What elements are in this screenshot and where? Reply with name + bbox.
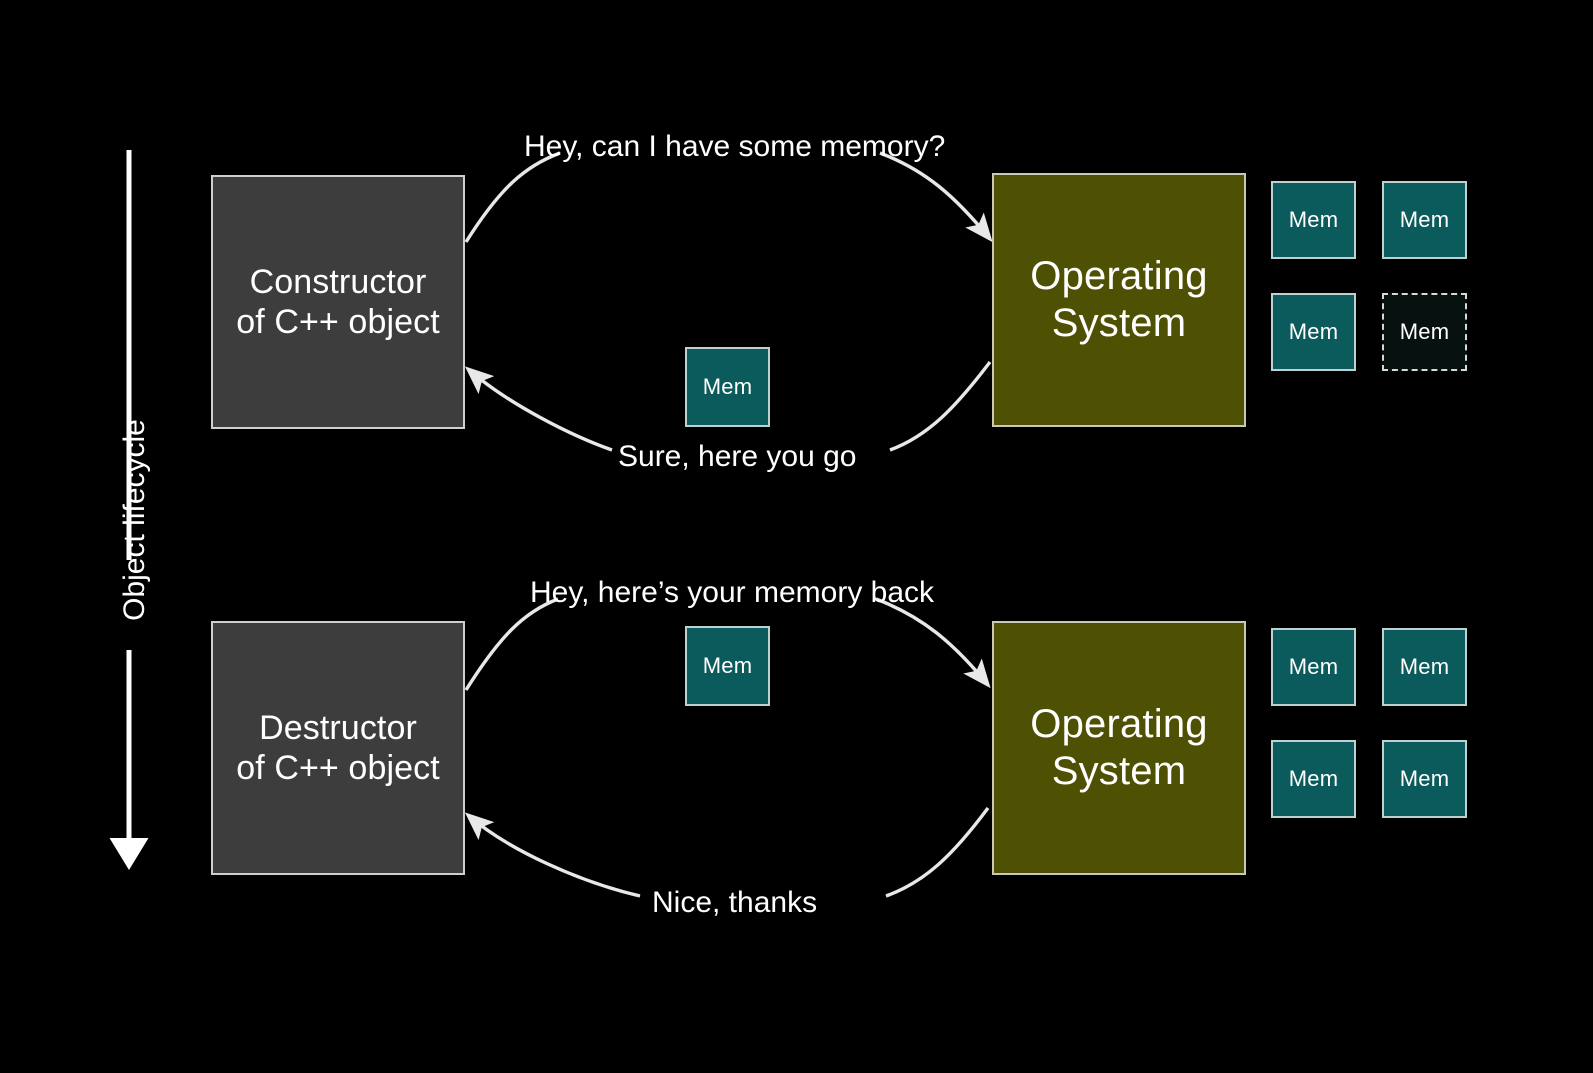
mem-pool-destruction-1[interactable]: Mem <box>1271 628 1356 706</box>
object-lifecycle-axis: Object lifecycle <box>95 150 175 890</box>
operating-system-box-destruction[interactable]: Operating System <box>992 621 1246 875</box>
object-lifecycle-label: Object lifecycle <box>118 419 151 621</box>
mem-label: Mem <box>1288 766 1339 792</box>
mem-label: Mem <box>1288 654 1339 680</box>
mem-block-in-transit-construction[interactable]: Mem <box>685 347 770 427</box>
mem-label: Mem <box>1399 654 1450 680</box>
os-label-line1: Operating <box>1030 701 1208 746</box>
mem-label: Mem <box>702 374 753 400</box>
destructor-label-line1: Destructor <box>259 708 417 747</box>
os-label-line2: System <box>1051 749 1187 793</box>
mem-pool-destruction-4[interactable]: Mem <box>1382 740 1467 818</box>
arrow-construction-request <box>464 151 993 243</box>
mem-label: Mem <box>702 653 753 679</box>
mem-pool-construction-1[interactable]: Mem <box>1271 181 1356 259</box>
mem-label: Mem <box>1399 207 1450 233</box>
mem-pool-destruction-3[interactable]: Mem <box>1271 740 1356 818</box>
mem-label: Mem <box>1288 319 1339 345</box>
destructor-label-line2: of C++ object <box>236 749 440 787</box>
mem-pool-construction-2[interactable]: Mem <box>1382 181 1467 259</box>
mem-label: Mem <box>1399 766 1450 792</box>
mem-pool-construction-4-vacated[interactable]: Mem <box>1382 293 1467 371</box>
mem-label: Mem <box>1399 319 1450 345</box>
constructor-label-line1: Constructor <box>249 262 427 301</box>
mem-pool-construction-3[interactable]: Mem <box>1271 293 1356 371</box>
constructor-box[interactable]: Constructor of C++ object <box>211 175 465 429</box>
construction-request-label: Hey, can I have some memory? <box>524 130 946 163</box>
mem-label: Mem <box>1288 207 1339 233</box>
mem-block-in-transit-destruction[interactable]: Mem <box>685 626 770 706</box>
destructor-box[interactable]: Destructor of C++ object <box>211 621 465 875</box>
operating-system-box-construction[interactable]: Operating System <box>992 173 1246 427</box>
mem-pool-destruction-2[interactable]: Mem <box>1382 628 1467 706</box>
constructor-label-line2: of C++ object <box>236 303 440 341</box>
construction-response-label: Sure, here you go <box>618 440 857 473</box>
os-label-line1: Operating <box>1030 253 1208 298</box>
os-label-line2: System <box>1051 301 1187 345</box>
destruction-request-label: Hey, here’s your memory back <box>530 576 935 609</box>
destruction-response-label: Nice, thanks <box>652 886 818 919</box>
arrow-destruction-response <box>464 806 990 898</box>
